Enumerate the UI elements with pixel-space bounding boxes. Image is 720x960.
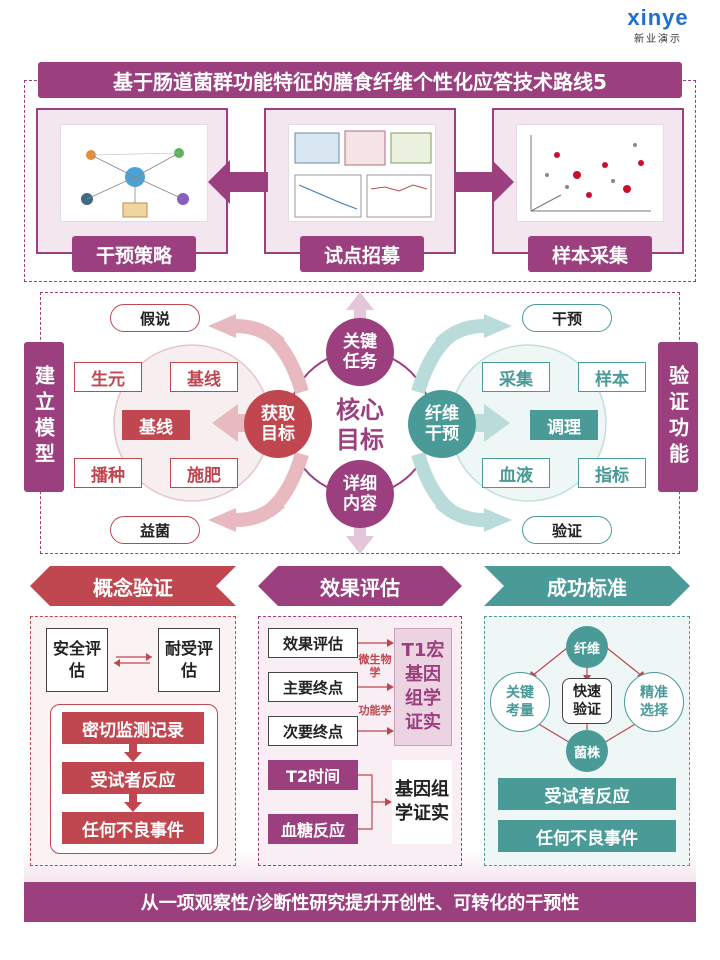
safety-eval-box: 安全评估 <box>46 628 108 692</box>
concept-step: 密切监测记录 <box>62 712 204 744</box>
logo-brand: xinye <box>627 5 689 30</box>
arrow-down-icon <box>124 744 142 762</box>
top-panel-recruitment: 试点招募 <box>264 108 456 272</box>
right-chip: 血液 <box>482 458 550 488</box>
success-subject-response: 受试者反应 <box>498 778 676 810</box>
exchange-arrows-icon <box>114 653 152 667</box>
arrow-right-icon <box>454 160 514 204</box>
left-chip: 播种 <box>74 458 142 488</box>
footer-banner: 从一项观察性/诊断性研究提升开创性、可转化的干预性 <box>24 882 696 922</box>
top-panel-label: 干预策略 <box>72 236 196 272</box>
core-goal-label: 核心目标 <box>336 395 384 454</box>
concept-banner-shape <box>30 566 236 606</box>
right-chip: 采集 <box>482 362 550 392</box>
top-panel-label: 试点招募 <box>300 236 424 272</box>
right-chip: 指标 <box>578 458 646 488</box>
arrow-down-icon <box>124 794 142 812</box>
right-chip: 样本 <box>578 362 646 392</box>
left-chip: 基线 <box>170 362 238 392</box>
success-criteria-header: 成功标准 <box>547 575 627 600</box>
right-center-chip: 调理 <box>530 410 598 440</box>
logo-subtitle: 新业演示 <box>634 34 682 45</box>
hypothesis-pill: 假说 <box>110 304 200 332</box>
top-panel-intervention: 干预策略 <box>36 108 228 272</box>
intervention-pill: 干预 <box>522 304 612 332</box>
key-task-node: 关键任务 <box>326 318 394 386</box>
top-panel-sampling: 样本采集 <box>492 108 684 272</box>
scatter-3d-figure <box>516 124 664 222</box>
left-chip: 施肥 <box>170 458 238 488</box>
genomics-confirm-box: 基因组学证实 <box>392 760 452 844</box>
get-target-node: 获取目标 <box>244 390 312 458</box>
arrow-left-icon <box>208 160 268 204</box>
left-center-chip: 基线 <box>122 410 190 440</box>
beneficial-bacteria-pill: 益菌 <box>110 516 200 544</box>
quick-verify-node: 快速验证 <box>562 678 612 724</box>
effect-item: 主要终点 <box>268 672 358 702</box>
detail-node: 详细内容 <box>326 460 394 528</box>
effect-connectors <box>358 639 394 735</box>
functional-annotation: 功能学 <box>358 703 392 717</box>
success-banner-shape <box>484 566 690 606</box>
effect-merge-connector <box>358 774 392 830</box>
strain-node: 菌株 <box>566 730 608 772</box>
glucose-response-box: 血糖反应 <box>268 814 358 844</box>
build-model-label: 建立模型 <box>24 342 64 492</box>
key-consideration-node: 关键考量 <box>490 672 550 732</box>
verify-function-label: 验证功能 <box>658 342 698 492</box>
logo: xinye 新业演示 <box>612 6 704 46</box>
network-figure <box>60 124 208 222</box>
experiment-figure <box>288 124 436 222</box>
effect-banner-shape <box>258 566 462 606</box>
concept-verification-header: 概念验证 <box>93 575 173 600</box>
effect-item: 次要终点 <box>268 716 358 746</box>
left-chip: 生元 <box>74 362 142 392</box>
tolerance-eval-box: 耐受评估 <box>158 628 220 692</box>
fiber-node: 纤维 <box>566 626 608 668</box>
concept-step: 受试者反应 <box>62 762 204 794</box>
t2-time-box: T2时间 <box>268 760 358 790</box>
effect-evaluation-header: 效果评估 <box>320 575 400 600</box>
page-title: 基于肠道菌群功能特征的膳食纤维个性化应答技术路线5 <box>38 62 682 98</box>
t1-genomics-box: T1宏基因组学证实 <box>394 628 452 746</box>
success-adverse-events: 任何不良事件 <box>498 820 676 852</box>
effect-item: 效果评估 <box>268 628 358 658</box>
verification-pill: 验证 <box>522 516 612 544</box>
concept-step: 任何不良事件 <box>62 812 204 844</box>
microbiology-annotation: 微生物学 <box>358 653 392 679</box>
top-panel-label: 样本采集 <box>528 236 652 272</box>
precise-selection-node: 精准选择 <box>624 672 684 732</box>
fiber-intervention-node: 纤维干预 <box>408 390 476 458</box>
